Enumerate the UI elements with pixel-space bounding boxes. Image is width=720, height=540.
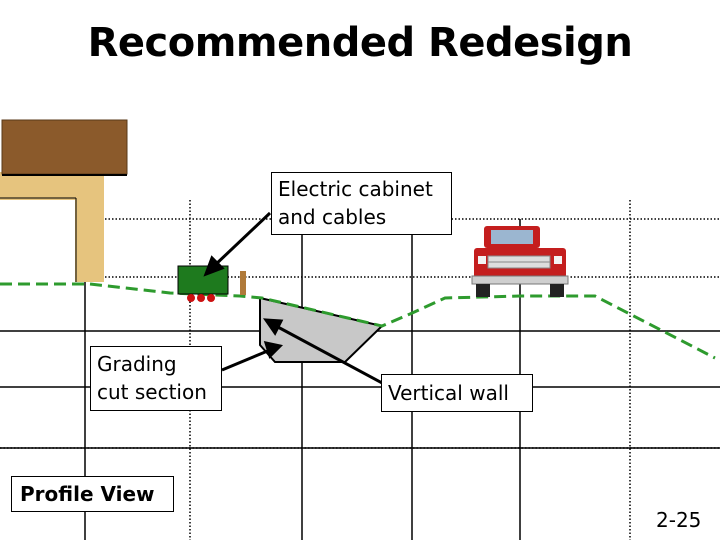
page-number: 2-25 [656, 508, 702, 532]
cut-section [259, 296, 385, 363]
profile-view-label: Profile View [20, 482, 155, 506]
slide-title: Recommended Redesign [87, 20, 633, 66]
grading-cut-callout: Grading cut section [90, 346, 222, 411]
electric-cabinet-label: Electric cabinet and cables [278, 177, 433, 229]
building [0, 119, 128, 282]
grade-line [0, 282, 716, 360]
cabinet-icon [177, 265, 246, 302]
grading-cut-label: Grading cut section [97, 352, 207, 404]
vertical-wall-callout: Vertical wall [381, 374, 533, 412]
callout-arrows [203, 211, 385, 386]
electric-cabinet-callout: Electric cabinet and cables [271, 172, 452, 235]
truck-icon [471, 226, 569, 297]
vertical-wall-label: Vertical wall [388, 381, 509, 405]
profile-view-callout: Profile View [11, 476, 174, 512]
